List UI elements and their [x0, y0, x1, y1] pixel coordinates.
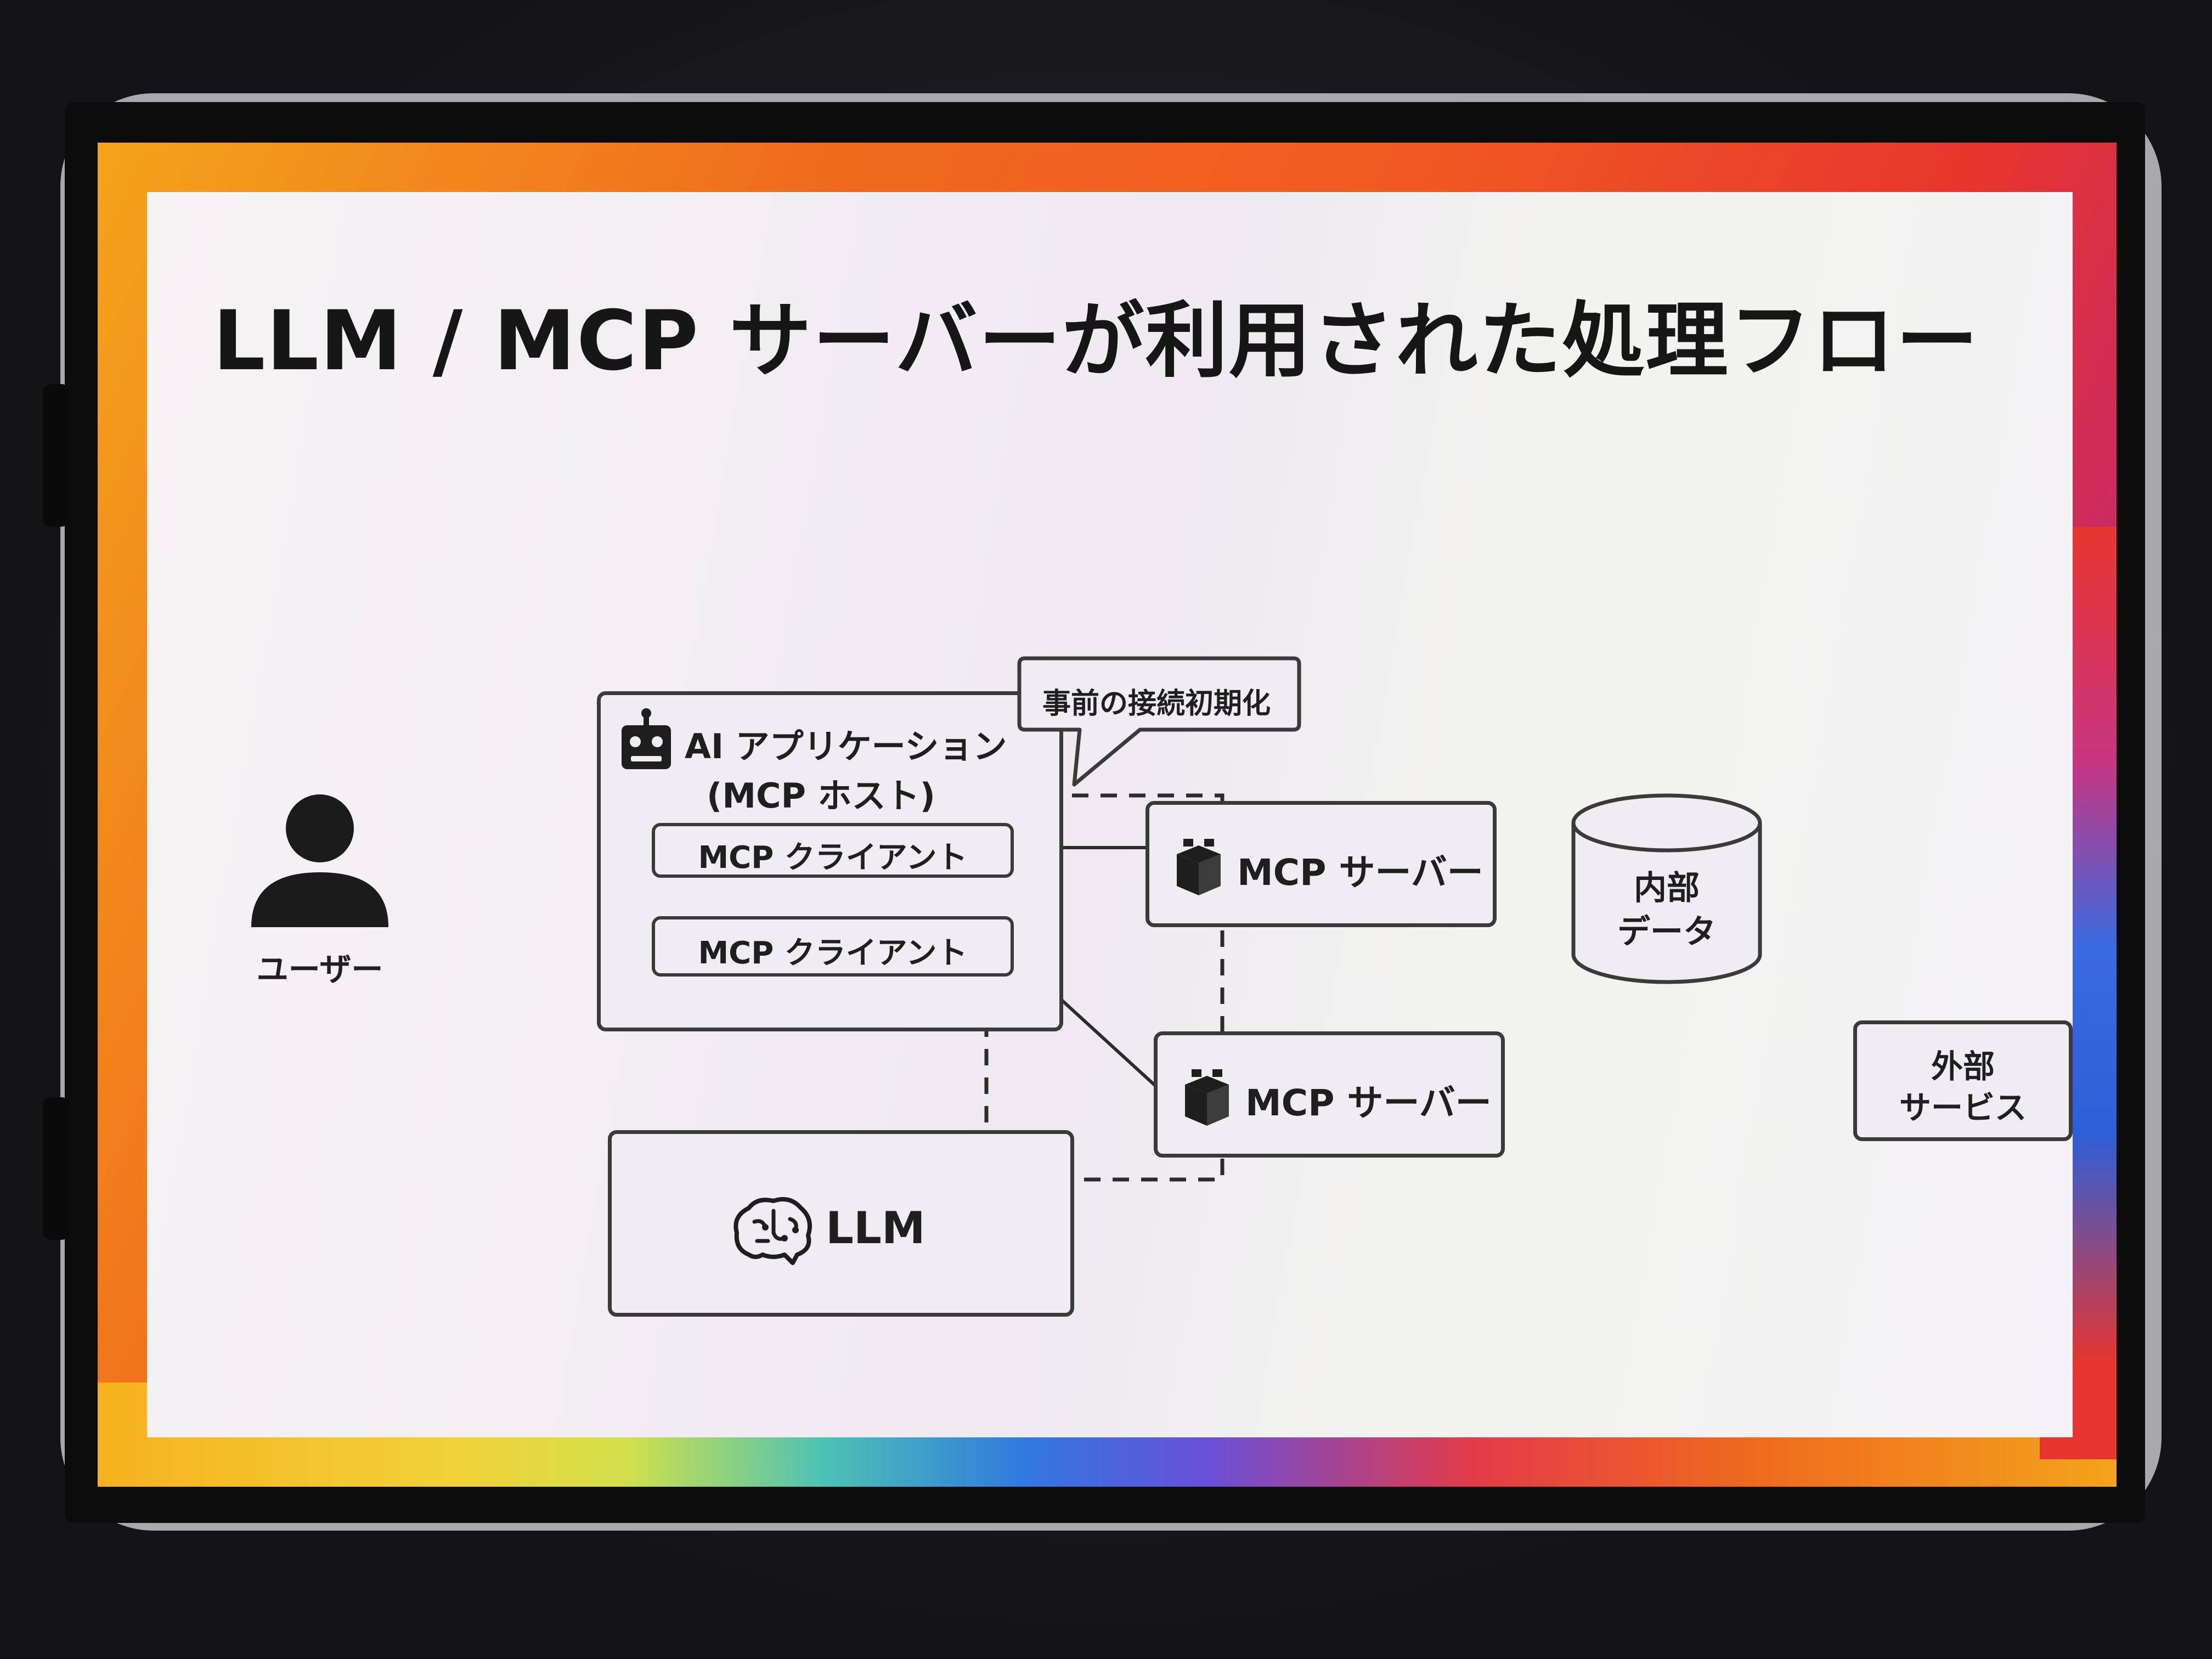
mcp-server-label-2: MCP サーバー — [1245, 1082, 1492, 1124]
user-label: ユーザー — [256, 951, 383, 988]
robot-icon — [622, 708, 671, 769]
mcp-server-label-1: MCP サーバー — [1237, 851, 1483, 894]
dashed-initialization-path — [984, 793, 1224, 1182]
building-blocks-icon — [1177, 839, 1221, 895]
external-service-label-line2: サービス — [1899, 1089, 2027, 1126]
ai-application-subtitle: (MCP ホスト) — [707, 776, 935, 816]
external-service-label-line1: 外部 — [1931, 1048, 1995, 1085]
mcp-client-box-1: MCP クライアント — [652, 823, 1014, 878]
mcp-server-box-1: MCP サーバー — [1146, 801, 1497, 927]
callout-label: 事前の接続初期化 — [1042, 687, 1271, 720]
llm-box: LLM — [608, 1130, 1074, 1317]
left-side-clip — [43, 384, 70, 527]
building-blocks-icon — [1185, 1069, 1229, 1126]
external-service-box: 外部 サービス — [1853, 1020, 2073, 1141]
diagram-connectors — [984, 793, 1224, 1182]
mcp-client-box-2: MCP クライアント — [652, 916, 1014, 977]
mcp-client-label-2: MCP クライアント — [698, 935, 968, 971]
llm-label: LLM — [826, 1203, 926, 1254]
internal-data-label-line2: データ — [1617, 913, 1716, 951]
presentation-slide: LLM / MCP サーバーが利用された処理フロー ユーザー AI アプリケーシ… — [147, 192, 2073, 1437]
database-cylinder — [1571, 793, 1762, 984]
callout-bubble-shape — [1017, 656, 1301, 787]
mcp-client-label-1: MCP クライアント — [698, 840, 968, 876]
monitor-screen: LLM / MCP サーバーが利用された処理フロー ユーザー AI アプリケーシ… — [98, 143, 2117, 1487]
internal-data-label-line1: 内部 — [1634, 869, 1700, 907]
person-icon — [251, 794, 388, 927]
mcp-server-box-2: MCP サーバー — [1154, 1031, 1505, 1158]
slide-title: LLM / MCP サーバーが利用された処理フロー — [213, 294, 1979, 389]
brain-icon — [733, 1197, 812, 1265]
left-side-clip-lower — [43, 1097, 70, 1240]
ai-application-title: AI アプリケーション — [685, 726, 1007, 766]
